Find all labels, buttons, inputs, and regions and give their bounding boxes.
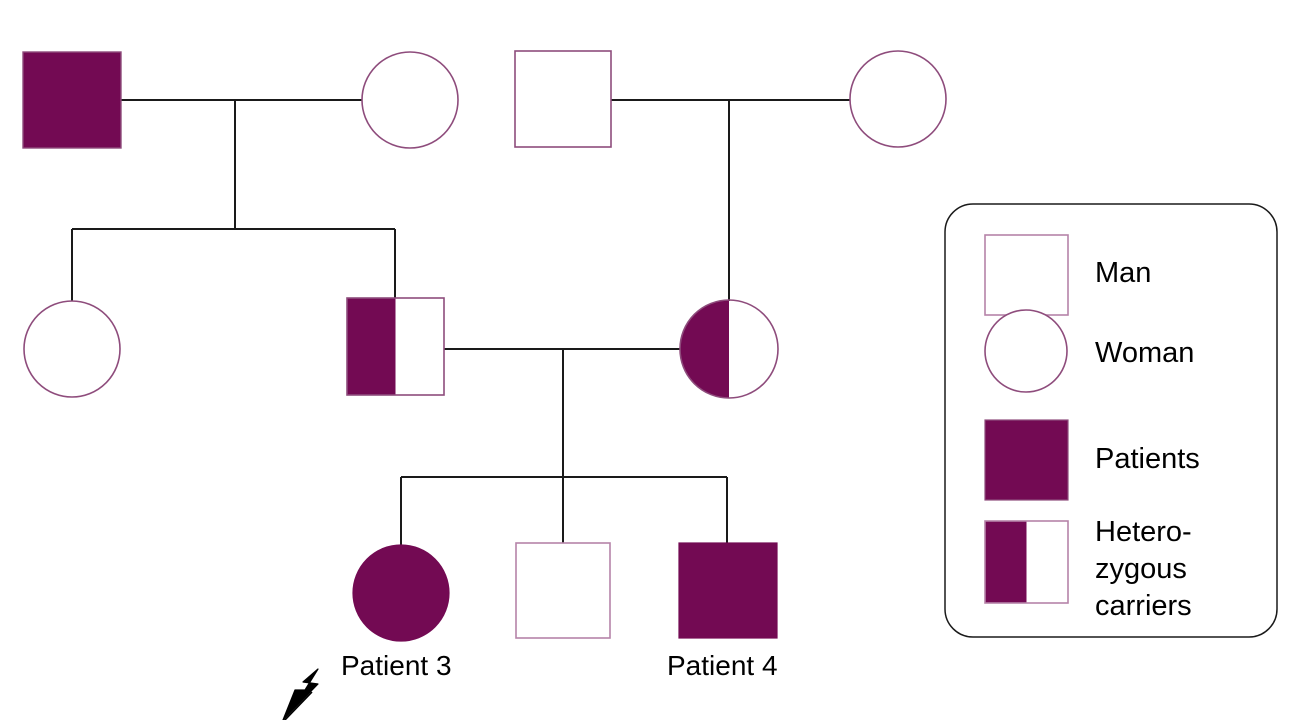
legend-symbol-empty-circle-woman <box>984 309 1068 393</box>
legend-panel <box>944 203 1278 638</box>
individual-i-1-4-unaffected-woman[interactable] <box>849 50 947 148</box>
carrier-woman-outline <box>679 299 779 399</box>
carrier-woman-left-half-fill <box>680 300 729 398</box>
individual-i-2-1-unaffected-woman[interactable] <box>23 300 121 398</box>
legend-carrier-left-half-fill <box>985 521 1027 603</box>
legend-label-carriers: Hetero- zygous carriers <box>1095 514 1192 625</box>
mouse-pointer-icon <box>282 668 319 720</box>
legend-label-man: Man <box>1095 257 1152 289</box>
label-patient-3: Patient 3 <box>341 650 452 681</box>
individual-i-1-1-affected-man[interactable] <box>22 51 122 149</box>
label-patient-4: Patient 4 <box>667 650 778 681</box>
individual-i-3-2-unaffected-man[interactable] <box>515 542 611 639</box>
legend-symbol-half-square-carriers <box>984 520 1069 604</box>
individual-i-2-3-carrier-woman[interactable] <box>679 299 779 399</box>
carrier-man-left-half-fill <box>347 298 396 395</box>
individual-i-1-2-unaffected-woman[interactable] <box>361 51 459 149</box>
individual-i-2-2-carrier-man[interactable] <box>346 297 445 396</box>
individual-i-3-3-affected-man[interactable] <box>678 542 778 639</box>
legend-symbol-filled-square-patients <box>984 419 1069 501</box>
individual-i-3-1-affected-woman[interactable] <box>352 544 450 642</box>
legend-label-patients: Patients <box>1095 443 1200 475</box>
legend-label-carriers-line-3: carriers <box>1095 590 1192 622</box>
legend-label-carriers-line-2: zygous <box>1095 553 1187 585</box>
legend-label-woman: Woman <box>1095 337 1195 369</box>
connector-lines <box>71 99 850 546</box>
legend-carrier-outline <box>984 520 1069 604</box>
carrier-man-outline <box>346 297 445 396</box>
individual-i-1-3-unaffected-man[interactable] <box>514 50 612 148</box>
legend-label-carriers-line-1: Hetero- <box>1095 516 1192 548</box>
legend-symbol-empty-square-man <box>984 234 1069 316</box>
